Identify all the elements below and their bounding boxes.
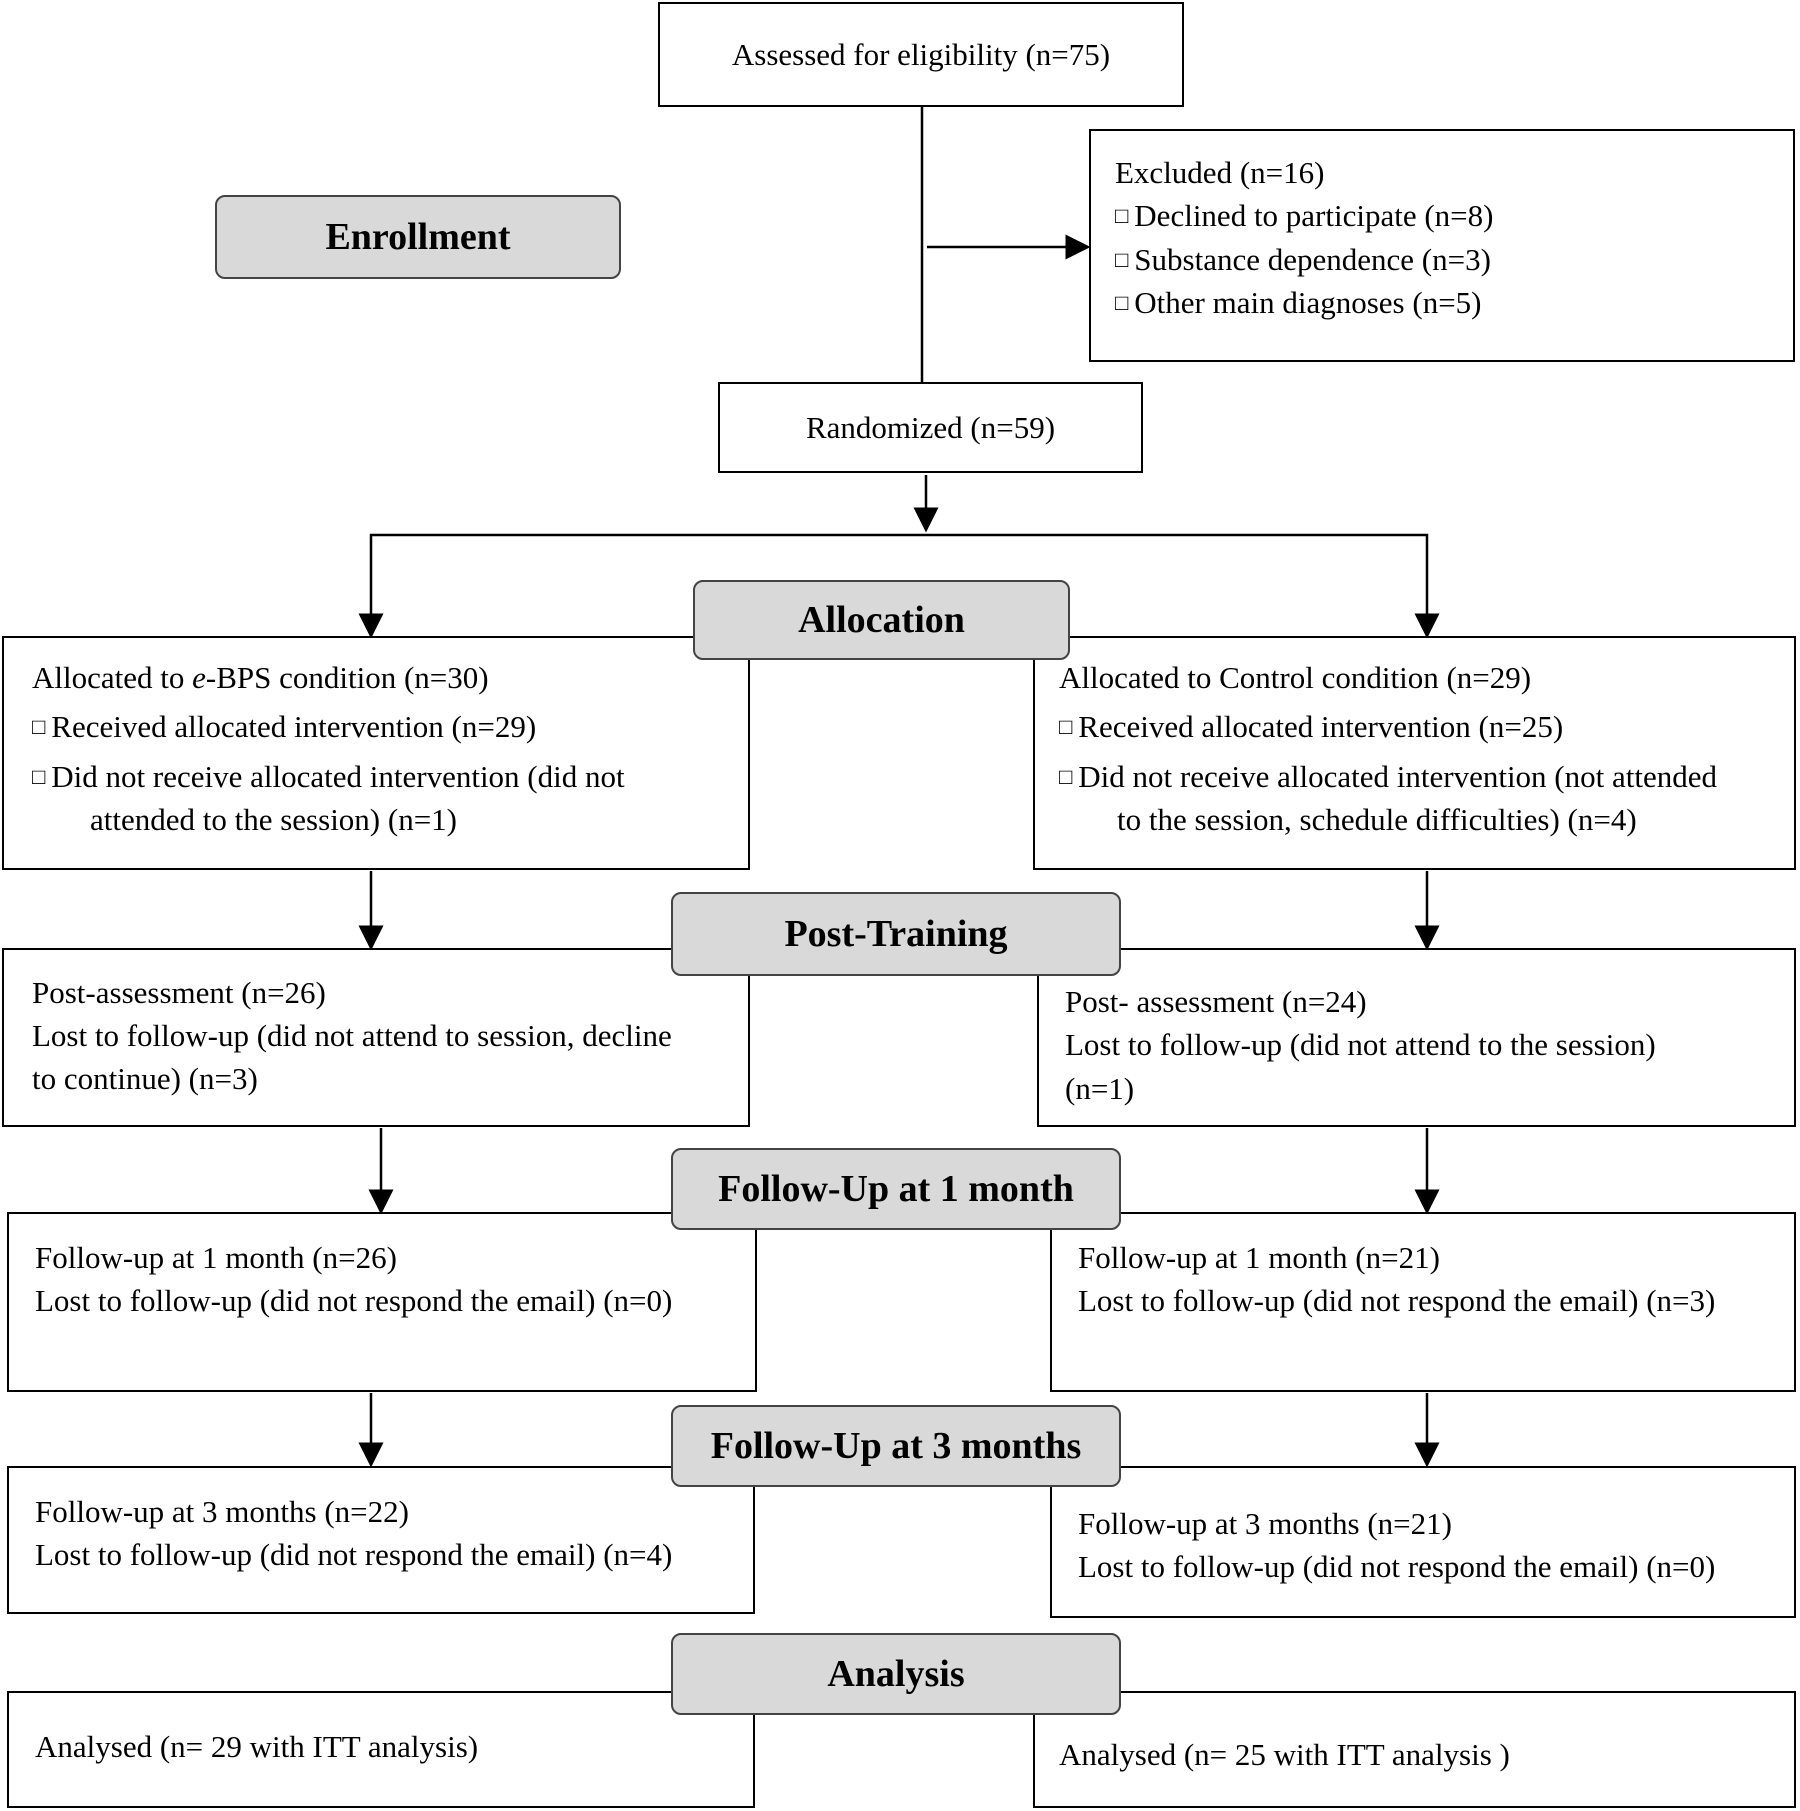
right-fu1-count: Follow-up at 1 month (n=21) [1078, 1240, 1440, 1275]
connector-split-bar [369, 533, 1429, 637]
stage-analysis: Analysis [671, 1633, 1121, 1715]
right-post-lost-cont: (n=1) [1065, 1070, 1135, 1106]
right-fu3-lost: Lost to follow-up (did not respond the e… [1078, 1549, 1716, 1585]
excluded-item-declined: Declined to participate (n=8) [1115, 194, 1793, 237]
stage-allocation: Allocation [693, 580, 1070, 660]
excluded-title: Excluded (n=16) [1115, 155, 1325, 190]
left-fu3-count: Follow-up at 3 months (n=22) [35, 1494, 409, 1529]
right-fu1-lost: Lost to follow-up (did not respond the e… [1078, 1283, 1716, 1319]
excluded-box: Excluded (n=16) Declined to participate … [1089, 129, 1795, 362]
left-analysed: Analysed (n= 29 with ITT analysis) [35, 1729, 479, 1764]
right-post-lost: Lost to follow-up (did not attend to the… [1065, 1027, 1656, 1063]
right-fu3-count: Follow-up at 3 months (n=21) [1078, 1506, 1452, 1541]
right-not-received: Did not receive allocated intervention (… [1059, 755, 1794, 798]
stage-enrollment-label: Enrollment [325, 216, 511, 258]
right-fu1-box: Follow-up at 1 month (n=21) Lost to foll… [1050, 1212, 1796, 1392]
left-allocation-title: Allocated to e-BPS condition (n=30) [32, 660, 489, 695]
stage-enrollment: Enrollment [215, 195, 621, 279]
left-post-box: Post-assessment (n=26) Lost to follow-up… [2, 948, 750, 1127]
left-fu1-count: Follow-up at 1 month (n=26) [35, 1240, 397, 1275]
stage-allocation-label: Allocation [798, 599, 965, 641]
left-post-assessment: Post-assessment (n=26) [32, 975, 326, 1010]
assessed-box: Assessed for eligibility (n=75) [658, 2, 1184, 107]
stage-analysis-label: Analysis [827, 1653, 965, 1695]
stage-followup-3-label: Follow-Up at 3 months [710, 1425, 1082, 1467]
left-fu3-lost: Lost to follow-up (did not respond the e… [35, 1537, 673, 1573]
stage-followup-1: Follow-Up at 1 month [671, 1148, 1121, 1230]
left-analysis-box: Analysed (n= 29 with ITT analysis) [7, 1691, 755, 1808]
left-received: Received allocated intervention (n=29) [32, 705, 748, 748]
left-fu1-box: Follow-up at 1 month (n=26) Lost to foll… [7, 1212, 757, 1392]
left-not-received: Did not receive allocated intervention (… [32, 755, 748, 798]
stage-followup-3: Follow-Up at 3 months [671, 1405, 1121, 1487]
right-analysis-box: Analysed (n= 25 with ITT analysis ) [1033, 1691, 1796, 1808]
stage-post-training: Post-Training [671, 892, 1121, 976]
right-post-assessment: Post- assessment (n=24) [1065, 984, 1367, 1019]
left-post-lost-cont: to continue) (n=3) [32, 1060, 258, 1096]
randomized-text: Randomized (n=59) [805, 409, 1056, 445]
left-allocation-box: Allocated to e-BPS condition (n=30) Rece… [2, 636, 750, 870]
excluded-item-other: Other main diagnoses (n=5) [1115, 281, 1793, 324]
right-fu3-box: Follow-up at 3 months (n=21) Lost to fol… [1050, 1466, 1796, 1618]
right-received: Received allocated intervention (n=25) [1059, 705, 1794, 748]
left-fu1-lost: Lost to follow-up (did not respond the e… [35, 1283, 673, 1319]
randomized-box: Randomized (n=59) [718, 382, 1143, 473]
right-post-box: Post- assessment (n=24) Lost to follow-u… [1037, 948, 1796, 1127]
left-post-lost: Lost to follow-up (did not attend to ses… [32, 1017, 672, 1053]
stage-post-training-label: Post-Training [784, 913, 1008, 955]
stage-followup-1-label: Follow-Up at 1 month [718, 1168, 1074, 1210]
excluded-item-substance: Substance dependence (n=3) [1115, 238, 1793, 281]
left-not-received-cont: attended to the session) (n=1) [90, 802, 458, 838]
right-analysed: Analysed (n= 25 with ITT analysis ) [1059, 1737, 1510, 1772]
right-not-received-cont: to the session, schedule difficulties) (… [1117, 802, 1637, 838]
right-allocation-title: Allocated to Control condition (n=29) [1059, 660, 1532, 695]
left-fu3-box: Follow-up at 3 months (n=22) Lost to fol… [7, 1466, 755, 1614]
right-allocation-box: Allocated to Control condition (n=29) Re… [1033, 636, 1796, 870]
assessed-text: Assessed for eligibility (n=75) [731, 36, 1111, 72]
